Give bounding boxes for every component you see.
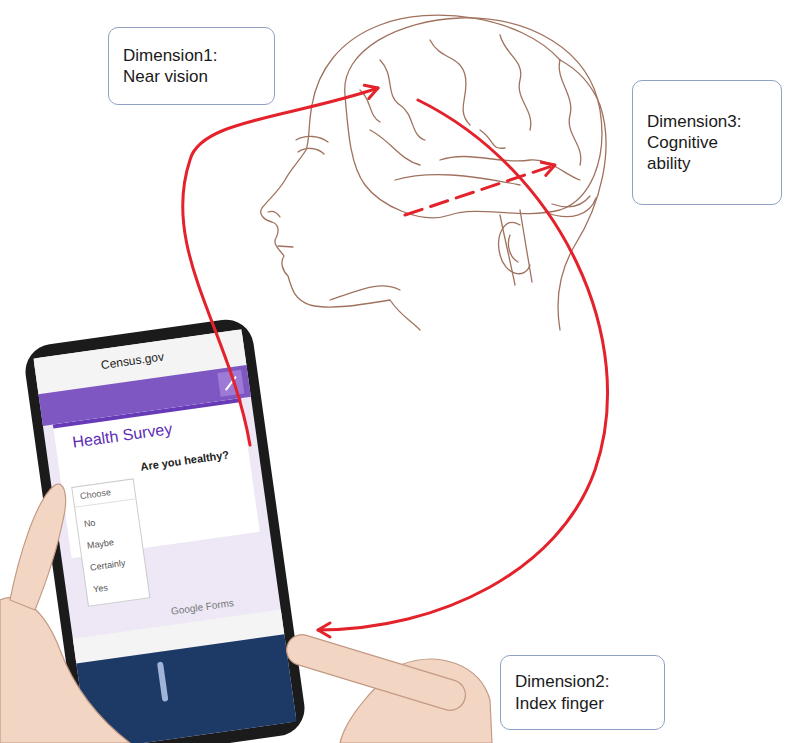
left-palm: [0, 597, 130, 743]
vision-arrow: [183, 88, 378, 445]
screen-text: Choose: [78, 487, 112, 502]
dimension-label: Index finger: [515, 693, 604, 714]
head-drawing: [261, 15, 606, 330]
dimension-box: Dimension2:Index finger: [500, 655, 665, 730]
dropdown-list: [72, 479, 150, 606]
screen-text: Certainly: [88, 558, 127, 573]
dimension-heading: Dimension2:: [515, 671, 610, 692]
finger-arrow: [318, 100, 608, 630]
screen-text: Maybe: [85, 537, 115, 551]
slider: [157, 661, 169, 701]
screen-text: Census.gov: [99, 350, 166, 373]
cognition-arrow: [405, 165, 555, 215]
brain-gyri: [360, 35, 581, 185]
dimension-heading: Dimension3:: [647, 111, 742, 132]
dimension-heading: Dimension1:: [123, 45, 218, 66]
screen-text: Are you healthy?: [139, 448, 231, 473]
dimension-box: Dimension3:Cognitive ability: [632, 80, 782, 205]
brain-outline: [345, 18, 602, 218]
dimension-box: Dimension1:Near vision: [108, 27, 275, 105]
arrow-head: [541, 162, 555, 175]
index-finger-outline: [302, 650, 450, 695]
screen-text: Google Forms: [169, 597, 235, 617]
screen-text: No: [82, 517, 97, 529]
jaw: [330, 286, 400, 300]
hands: [0, 484, 492, 743]
dimension-label: Near vision: [123, 66, 208, 87]
dimension-label: Cognitive ability: [647, 132, 752, 175]
screen-text: Health Survey: [70, 420, 174, 452]
arrow-head: [318, 623, 330, 637]
left-thumb: [10, 484, 66, 610]
eye: [296, 136, 328, 154]
cerebellum: [545, 196, 596, 217]
screen-text: Yes: [92, 582, 110, 595]
mouth: [268, 211, 293, 247]
ear: [499, 222, 530, 273]
arrow-head: [364, 85, 378, 98]
index-finger: [302, 650, 450, 695]
